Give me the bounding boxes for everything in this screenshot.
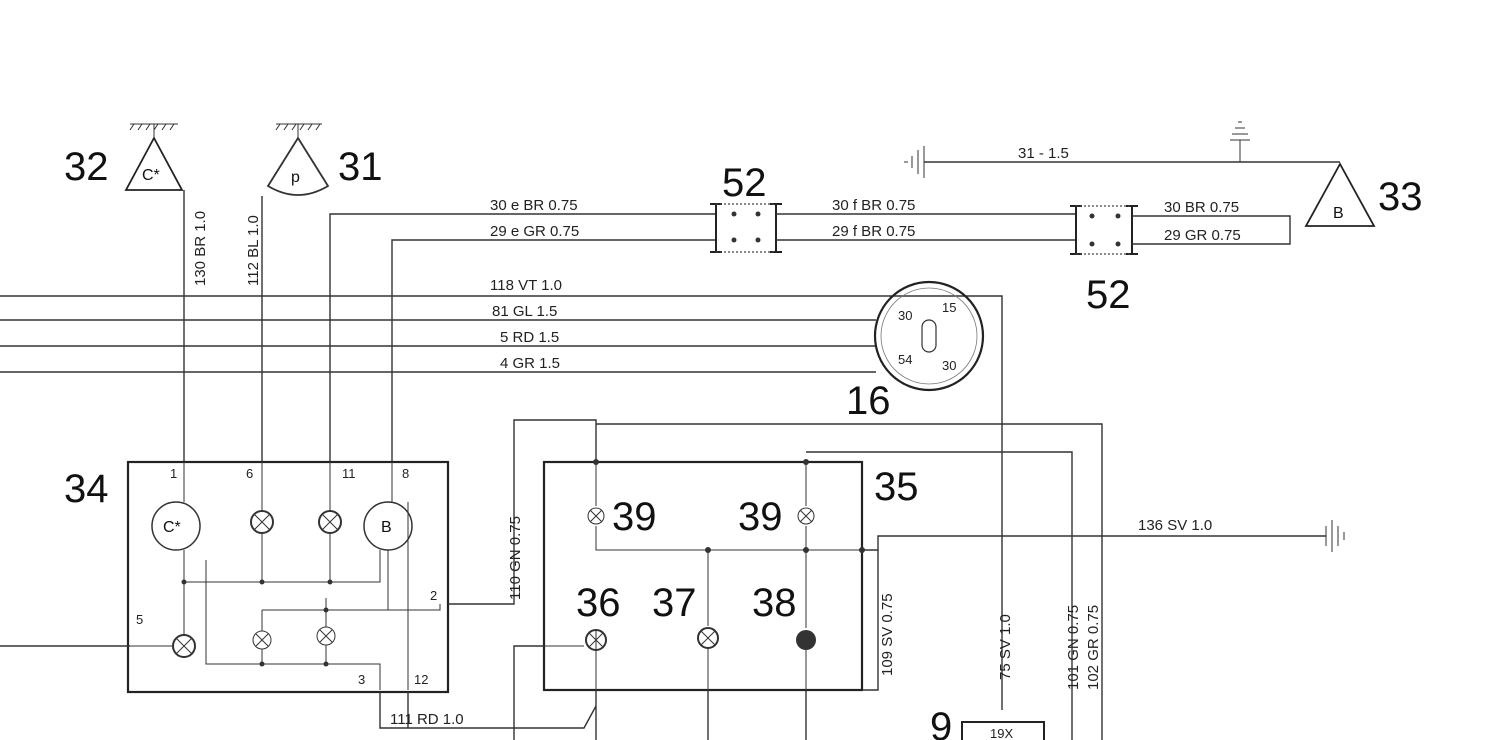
component-9: 19X — [961, 721, 1045, 740]
component-31-number: 31 — [338, 145, 383, 189]
ground-wire-31 — [904, 121, 1340, 178]
cluster-34-pin-2: 2 — [430, 588, 437, 603]
component-52-right-number: 52 — [1086, 273, 1131, 317]
wire-29f-label: 29 f BR 0.75 — [832, 223, 915, 240]
component-9-number: 9 — [930, 705, 952, 740]
cluster-34-pin-8: 8 — [402, 466, 409, 481]
component-35-number: 35 — [874, 465, 919, 509]
lamp-39-right-label: 39 — [738, 495, 783, 539]
switch-16-terminal-30: 30 — [898, 308, 912, 323]
ground-symbol-32 — [129, 123, 178, 138]
wire-136-label: 136 SV 1.0 — [1138, 517, 1212, 534]
wire-30f-label: 30 f BR 0.75 — [832, 197, 915, 214]
component-52-left-number: 52 — [722, 161, 767, 205]
sensor-31-symbol: p — [291, 169, 300, 186]
wire-30-label: 30 BR 0.75 — [1164, 199, 1239, 216]
wire-111-label: 111 RD 1.0 — [390, 711, 464, 728]
ground-symbol-136 — [1325, 520, 1345, 552]
sensor-33-symbol: B — [1333, 205, 1344, 222]
connector-52-right — [1070, 205, 1138, 255]
ignition-switch-16: 30 15 54 30 — [873, 280, 985, 392]
cluster-34-pin-11: 11 — [342, 466, 356, 481]
connector-52-left — [710, 203, 782, 253]
cluster-34-gauge-left: C* — [163, 519, 181, 536]
wire-81-label: 81 GL 1.5 — [492, 303, 557, 320]
sensor-33: B — [1304, 162, 1376, 227]
component-34-number: 34 — [64, 467, 109, 511]
instrument-cluster-34: C* B 1 6 11 8 2 5 3 12 — [126, 460, 450, 694]
lamp-36-label: 36 — [576, 581, 621, 625]
cluster-34-pin-5: 5 — [136, 612, 143, 627]
wire-29-label: 29 GR 0.75 — [1164, 227, 1241, 244]
sensor-32: C* — [124, 136, 184, 191]
lamp-panel-35: 39 39 36 37 38 — [542, 459, 865, 692]
cluster-34-gauge-right: B — [381, 519, 392, 536]
wire-102-label: 102 GR 0.75 — [1085, 605, 1102, 690]
lamp-39-left-label: 39 — [612, 495, 657, 539]
wire-30e-label: 30 e BR 0.75 — [490, 197, 578, 214]
wire-118-label: 118 VT 1.0 — [490, 277, 562, 294]
component-16-number: 16 — [846, 379, 891, 423]
wire-101-label: 101 GN 0.75 — [1065, 605, 1082, 690]
switch-16-terminal-54: 54 — [898, 352, 912, 367]
component-32-number: 32 — [64, 145, 109, 189]
wire-130-label: 130 BR 1.0 — [192, 211, 209, 286]
wire-75-label: 75 SV 1.0 — [997, 614, 1014, 680]
switch-16-terminal-15: 15 — [942, 300, 956, 315]
switch-16-terminal-30b: 30 — [942, 358, 956, 373]
wire-29e-label: 29 e GR 0.75 — [490, 223, 579, 240]
cluster-34-pin-1: 1 — [170, 466, 177, 481]
cluster-34-pin-3: 3 — [358, 672, 365, 687]
sensor-31: p — [266, 136, 330, 196]
component-33-number: 33 — [1378, 175, 1423, 219]
wire-4-label: 4 GR 1.5 — [500, 355, 560, 372]
wire-31-label: 31 - 1.5 — [1018, 145, 1069, 162]
wire-112-label: 112 BL 1.0 — [245, 215, 262, 286]
cluster-34-pin-6: 6 — [246, 466, 253, 481]
component-9-partial-text: 19X — [990, 726, 1013, 740]
sensor-32-symbol: C* — [142, 167, 160, 184]
lamp-38-label: 38 — [752, 581, 797, 625]
lamp-37-label: 37 — [652, 581, 697, 625]
wire-5-label: 5 RD 1.5 — [500, 329, 559, 346]
cluster-34-pin-12: 12 — [414, 672, 428, 687]
wire-110-label: 110 GN 0.75 — [507, 516, 524, 600]
ground-symbol-31 — [275, 123, 322, 138]
wire-109-label: 109 SV 0.75 — [879, 593, 896, 676]
